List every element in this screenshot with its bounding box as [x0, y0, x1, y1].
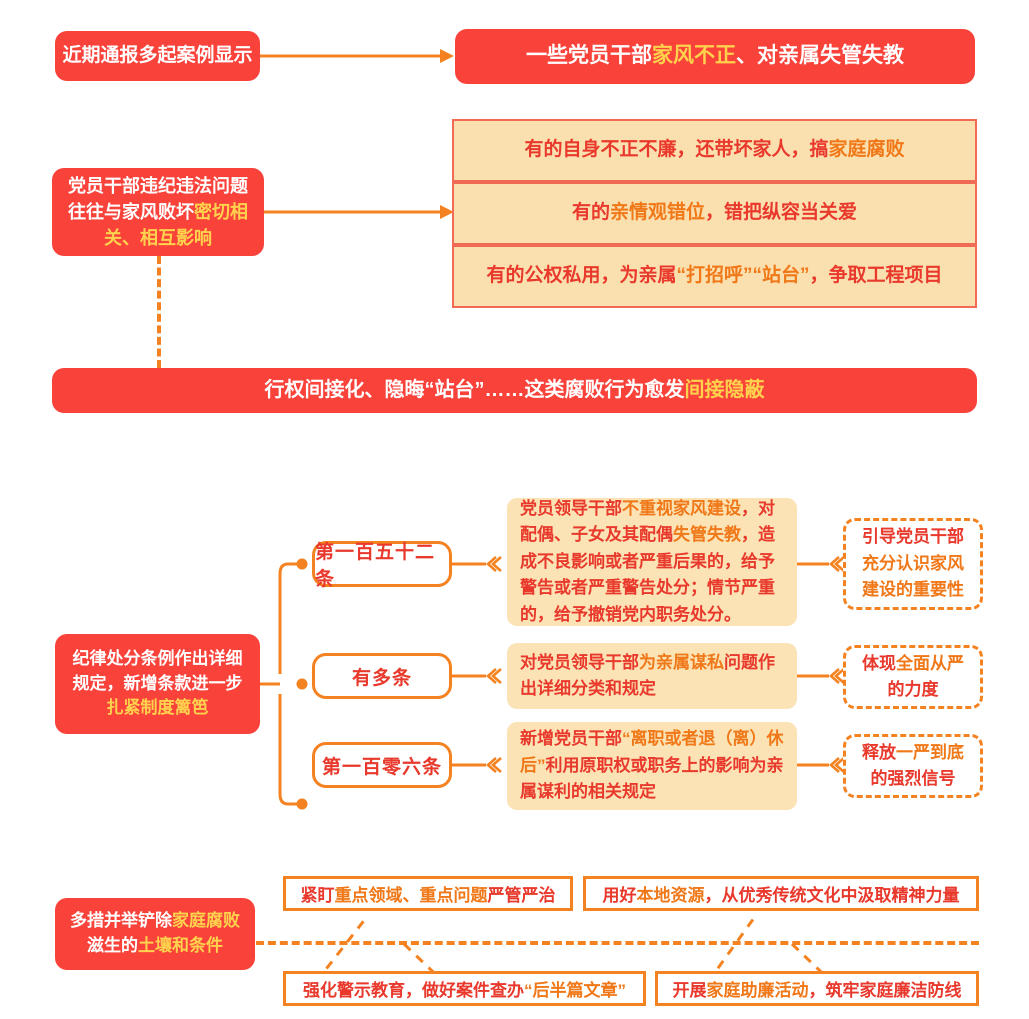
- branch-3-outcome-connector: [797, 757, 845, 773]
- branch-2-pill[interactable]: 有多条: [312, 653, 452, 699]
- row1-part1: 有的自身不正不廉，还带坏家人，搞: [524, 139, 829, 161]
- b3-highlight1: “离职或者退（离）休后”: [520, 729, 784, 775]
- fishbone-spine: [256, 941, 979, 945]
- branch-1-outcome-box: 引导党员干部充分认识家风建设的重要性: [843, 518, 983, 610]
- m2-part1: 用好: [602, 886, 637, 905]
- section1-headline-box: 一些党员干部家风不正、对亲属失管失教: [455, 29, 975, 84]
- b3-out-highlight: 一严到底: [896, 742, 964, 762]
- m1-highlight: 重点领域、重点问题: [334, 886, 488, 905]
- measure-box-2: 用好本地资源，从优秀传统文化中汲取精神力量: [583, 876, 979, 911]
- measure-box-4: 开展家庭助廉活动，筑牢家庭廉洁防线: [655, 971, 979, 1006]
- m1-part1: 紧盯: [300, 886, 335, 905]
- row3-part2: ，争取工程项目: [809, 265, 943, 287]
- m3-part1: 强化警示教育，做好案件查办: [303, 981, 524, 1000]
- sec3-left-part1: 多措并举铲除: [70, 911, 172, 931]
- measure-box-3: 强化警示教育，做好案件查办“后半篇文章”: [283, 971, 646, 1006]
- branch-3-outcome-box: 释放一严到底的强烈信号: [843, 734, 983, 798]
- section1-cause-box: 党员干部违纪违法问题往往与家风败坏密切相关、相互影响: [52, 168, 264, 256]
- branch-1-chevron-connector: [452, 556, 502, 572]
- sec3-left-hl2: 土壤和条件: [138, 936, 223, 955]
- b1-highlight2: 失管失教: [673, 525, 741, 545]
- b1-part1: 党员领导干部: [520, 499, 622, 519]
- branch-1-outcome-connector: [797, 556, 845, 572]
- b2-part1: 对党员领导干部: [520, 652, 639, 672]
- arrow-source-to-headline: [260, 49, 454, 63]
- b3-part2: 利用原职权或职务上的影响为亲属谋利的相关规定: [520, 755, 784, 802]
- branch-3-chevron-connector: [452, 757, 502, 773]
- b2-out-highlight: 全面从严: [896, 653, 964, 673]
- b1-out-highlight: 充分认识家风建设的重要性: [862, 553, 964, 600]
- branch-3-content-box: 新增党员干部“离职或者退（离）休后”利用原职权或职务上的影响为亲属谋利的相关规定: [507, 722, 797, 810]
- m2-part2: ，从优秀传统文化中汲取精神力量: [704, 886, 960, 905]
- branch-3-pill[interactable]: 第一百零六条: [312, 742, 452, 788]
- m1-part2: 严管严治: [487, 886, 556, 905]
- section1-source-box: 近期通报多起案例显示: [55, 31, 260, 81]
- row2-part1: 有的: [571, 202, 610, 224]
- section1-banner-box: 行权间接化、隐晦“站台”……这类腐败行为愈发间接隐蔽: [52, 368, 977, 413]
- branch-3-pill-label: 第一百零六条: [321, 756, 442, 778]
- b2-out-part2: 的力度: [887, 680, 939, 699]
- tree-bracket-connector: [260, 558, 308, 810]
- measure-box-1: 紧盯重点领域、重点问题严管严治: [283, 876, 573, 911]
- section1-source-label: 近期通报多起案例显示: [62, 45, 253, 67]
- m2-highlight: 本地资源: [636, 886, 705, 905]
- section3-left-box: 多措并举铲除家庭腐败滋生的土壤和条件: [55, 898, 255, 970]
- b2-highlight1: 为亲属谋私: [639, 652, 724, 672]
- section1-row-1: 有的自身不正不廉，还带坏家人，搞家庭腐败: [452, 119, 977, 182]
- branch-2-outcome-box: 体现全面从严的力度: [843, 645, 983, 709]
- m4-part2: ，筑牢家庭廉洁防线: [808, 981, 962, 1000]
- headline-part1: 一些党员干部: [526, 44, 652, 68]
- section1-row-3: 有的公权私用，为亲属“打招呼”“站台”，争取工程项目: [452, 245, 977, 308]
- branch-2-content-box: 对党员领导干部为亲属谋私问题作出详细分类和规定: [507, 643, 797, 709]
- b1-out-part1: 引导党员干部: [862, 527, 964, 547]
- b1-part2: ，对配偶、子女及其配偶: [520, 499, 775, 545]
- b2-out-part1: 体现: [862, 653, 896, 673]
- b1-part3: ，造成不良影响或者严重后果的，给予警告或者严重警告处分；情节严重的，给予撤销党内…: [520, 525, 775, 624]
- sec2-left-part1: 纪律处分条例作出详细规定，新增条款进一步: [72, 649, 243, 693]
- headline-highlight: 家风不正: [652, 44, 736, 68]
- branch-2-outcome-connector: [797, 668, 845, 684]
- b2-part2: 问题作出详细分类和规定: [520, 652, 775, 698]
- b3-out-part1: 释放: [862, 742, 896, 762]
- sec2-left-highlight: 扎紧制度篱笆: [106, 698, 209, 718]
- b3-out-part2: 的强烈信号: [870, 769, 956, 788]
- m4-highlight: 家庭助廉活动: [706, 981, 809, 1000]
- headline-part2: 、对亲属失管失教: [736, 44, 904, 68]
- cause-highlight: 密切相关、相互影响: [104, 201, 248, 249]
- section2-left-box: 纪律处分条例作出详细规定，新增条款进一步扎紧制度篱笆: [55, 634, 260, 734]
- branch-2-pill-label: 有多条: [351, 667, 412, 689]
- branch-1-pill-label: 第一百五十二条: [315, 542, 436, 590]
- row1-highlight: 家庭腐败: [828, 139, 905, 161]
- b1-highlight1: 不重视家风建设: [622, 499, 741, 519]
- row3-highlight: “打招呼”“站台”: [676, 265, 810, 287]
- branch-2-chevron-connector: [452, 668, 502, 684]
- branch-1-pill[interactable]: 第一百五十二条: [312, 541, 452, 590]
- row2-highlight: 亲情观错位: [609, 202, 705, 224]
- m3-highlight: “后半篇文章”: [524, 981, 626, 1000]
- row2-part2: ，错把纵容当关爱: [705, 202, 858, 224]
- sec3-left-hl1: 家庭腐败: [172, 911, 240, 931]
- row3-part1: 有的公权私用，为亲属: [486, 265, 677, 287]
- banner-highlight: 间接隐蔽: [684, 379, 765, 401]
- dashed-connector-vertical: [157, 256, 161, 368]
- arrow-cause-to-table: [264, 205, 454, 219]
- cause-part1: 党员干部违纪违法问题往往与家风败坏: [68, 175, 248, 222]
- branch-1-content-box: 党员领导干部不重视家风建设，对配偶、子女及其配偶失管失教，造成不良影响或者严重后…: [507, 498, 797, 626]
- section1-row-2: 有的亲情观错位，错把纵容当关爱: [452, 182, 977, 245]
- sec3-left-part2: 滋生的: [87, 936, 138, 955]
- banner-part1: 行权间接化、隐晦“站台”……这类腐败行为愈发: [264, 379, 685, 401]
- b3-part1: 新增党员干部: [520, 729, 622, 749]
- m4-part1: 开展: [672, 981, 707, 1000]
